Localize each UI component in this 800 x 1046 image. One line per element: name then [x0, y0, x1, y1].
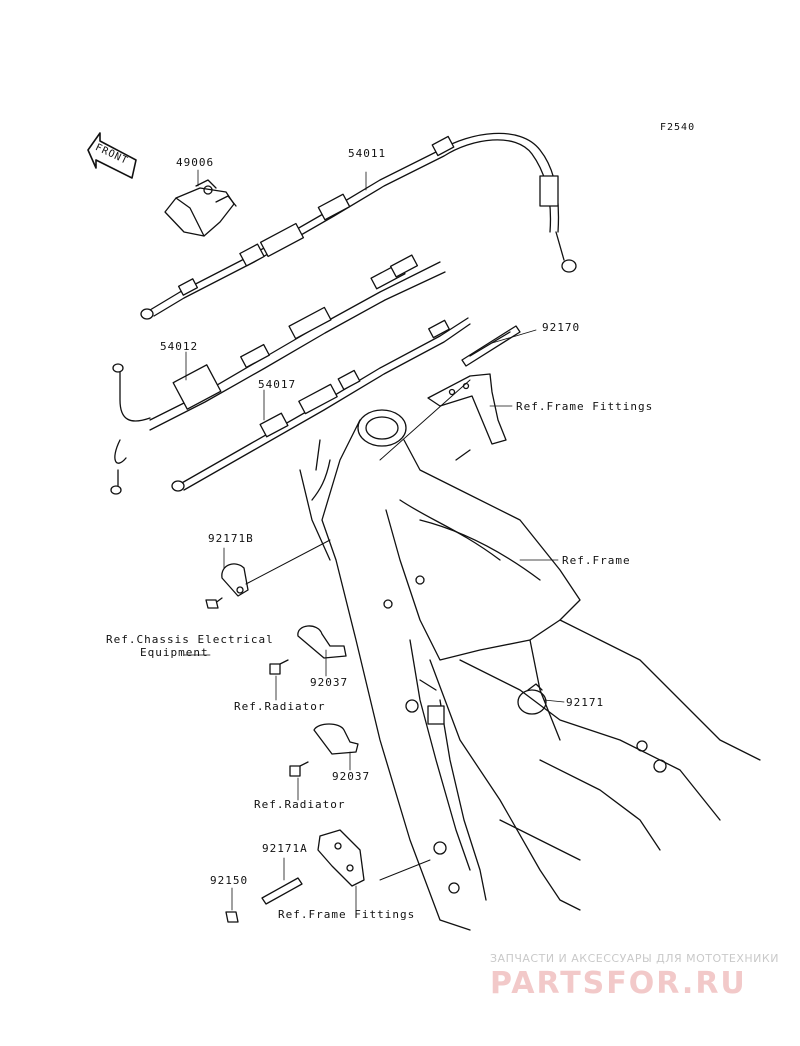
label-92171: 92171: [566, 696, 605, 709]
part-92171B-clamp: [205, 539, 331, 609]
label-92037-upper: 92037: [310, 676, 349, 689]
part-92037-clamp-lower: [289, 723, 359, 777]
label-ref-radiator-lower: Ref.Radiator: [254, 798, 346, 811]
label-54012: 54012: [160, 340, 199, 353]
label-92037-lower: 92037: [332, 770, 371, 783]
frame-outline: [299, 379, 761, 931]
part-92037-clamp-upper: [269, 625, 347, 675]
front-arrow-icon: [87, 132, 137, 179]
label-92170: 92170: [542, 321, 581, 334]
frame-fittings-top-bracket: [427, 373, 507, 461]
label-54011: 54011: [348, 147, 387, 160]
cable-54011: [140, 132, 577, 320]
part-92170-guide: [461, 325, 521, 367]
label-ref-frame: Ref.Frame: [562, 554, 631, 567]
part-92171-band: [517, 683, 547, 715]
label-ref-chassis-electrical-line1: Ref.Chassis Electrical: [106, 633, 274, 646]
label-92171B: 92171B: [208, 532, 254, 545]
label-54017: 54017: [258, 378, 297, 391]
label-ref-radiator-upper: Ref.Radiator: [234, 700, 326, 713]
label-ref-frame-fittings-top: Ref.Frame Fittings: [516, 400, 654, 413]
figure-code: F2540: [660, 122, 696, 133]
label-ref-chassis-electrical-line2: Equipment: [140, 646, 209, 659]
cable-54012: [110, 254, 446, 495]
label-92171A: 92171A: [262, 842, 308, 855]
label-49006: 49006: [176, 156, 215, 169]
label-ref-frame-fittings-bottom: Ref.Frame Fittings: [278, 908, 416, 921]
label-92150: 92150: [210, 874, 249, 887]
cable-54017: [171, 317, 471, 492]
part-92171A-tie: [225, 829, 431, 923]
watermark-brand-logo: PARTSFOR.RU: [490, 966, 747, 1001]
part-49006-bracket: [164, 179, 237, 237]
watermark-tagline: ЗАПЧАСТИ И АКСЕССУАРЫ ДЛЯ МОТОТЕХНИКИ: [490, 952, 779, 965]
